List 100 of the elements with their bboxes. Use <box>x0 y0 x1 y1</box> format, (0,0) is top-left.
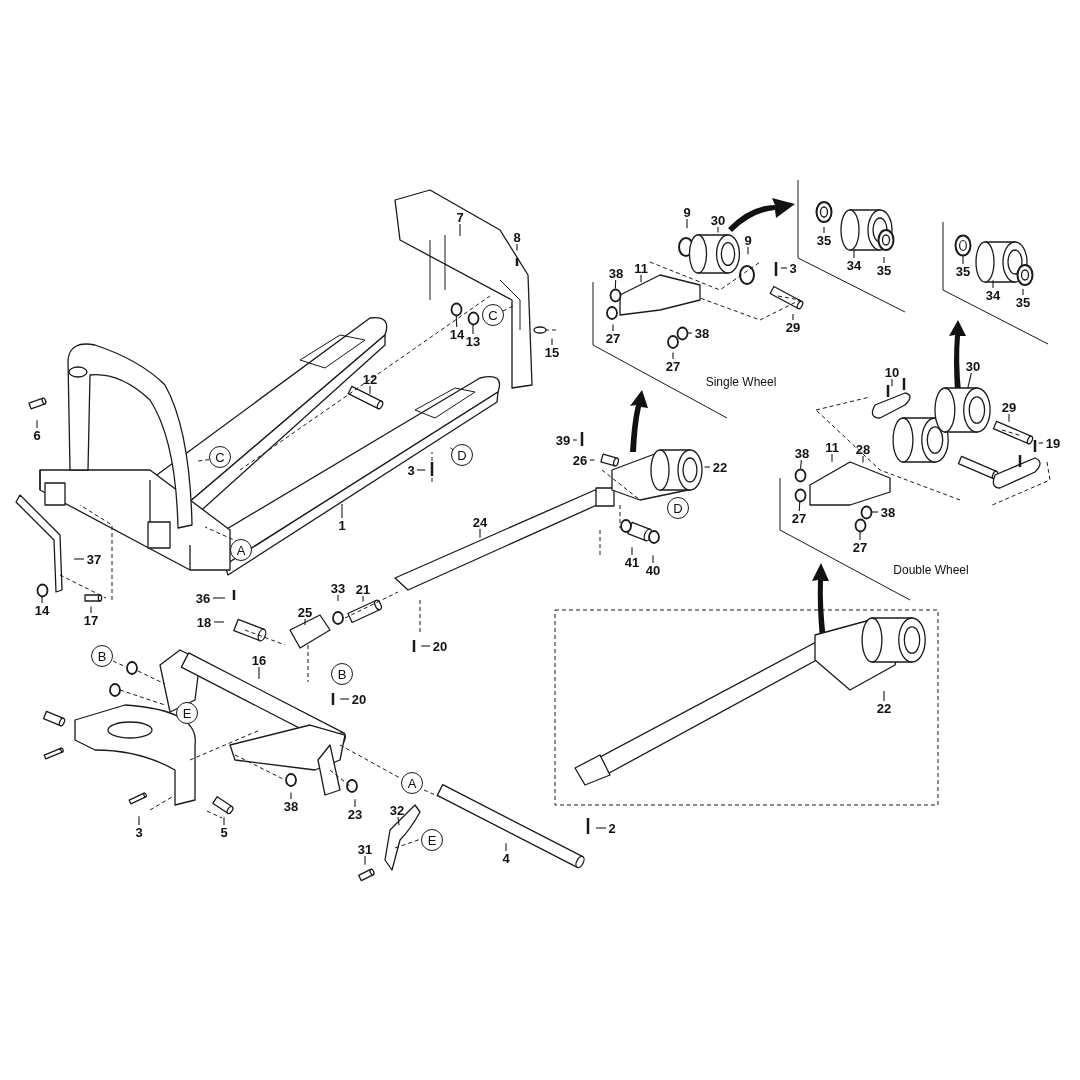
callout-number: 9 <box>683 205 691 219</box>
callout-number: 38 <box>608 266 624 280</box>
leader-line <box>472 323 474 335</box>
callout-number: 29 <box>1001 400 1017 414</box>
leader-line <box>883 690 885 702</box>
callout-number: 32 <box>389 803 405 817</box>
callout-number: 25 <box>297 605 313 619</box>
callout-number: 9 <box>744 233 752 247</box>
leader-line <box>862 455 864 464</box>
leader-line <box>362 595 364 603</box>
callout-number: 41 <box>624 555 640 569</box>
callout-number: 22 <box>712 460 728 474</box>
leader-line <box>883 256 885 264</box>
callout-number: 27 <box>852 540 868 554</box>
callout-number: 14 <box>449 327 465 341</box>
callout-number: 37 <box>86 552 102 566</box>
leader-line <box>891 378 893 387</box>
leader-line <box>364 855 366 866</box>
callout-number: 3 <box>407 463 415 477</box>
callout-number: 27 <box>791 511 807 525</box>
leader-line <box>479 528 481 539</box>
leader-line <box>1022 288 1024 296</box>
callout-number: 5 <box>220 825 228 839</box>
callout-number: 10 <box>884 365 900 379</box>
callout-number: 4 <box>502 851 510 865</box>
leader-line <box>792 313 794 321</box>
leader-line <box>397 816 400 826</box>
leader-line <box>212 597 226 599</box>
leader-line <box>459 223 461 237</box>
callout-number: 34 <box>985 288 1001 302</box>
callout-number: 35 <box>816 233 832 247</box>
leader-line <box>823 226 825 234</box>
callout-number: 21 <box>355 582 371 596</box>
nut <box>608 287 622 303</box>
callout-number: 26 <box>572 453 588 467</box>
callout-number: 3 <box>789 261 797 275</box>
leader-line <box>1008 413 1010 423</box>
callout-number: 35 <box>1015 295 1031 309</box>
leader-line <box>831 453 833 463</box>
callout-number: 38 <box>794 446 810 460</box>
callout-number: 34 <box>846 258 862 272</box>
leader-line <box>304 618 306 626</box>
nut <box>793 467 807 483</box>
callout-number: 30 <box>965 359 981 373</box>
callout-number: 1 <box>338 518 346 532</box>
callout-number: 6 <box>33 428 41 442</box>
leader-line <box>572 439 578 441</box>
nut <box>853 517 867 533</box>
leader-line <box>339 698 350 700</box>
view-caption: Single Wheel <box>705 374 777 391</box>
leader-line <box>870 511 879 513</box>
leader-line <box>614 279 617 290</box>
callout-number: 11 <box>634 261 648 275</box>
leader-line <box>962 254 964 265</box>
callout-number: 22 <box>876 701 892 715</box>
callout-number: 35 <box>955 264 971 278</box>
view-caption: Double Wheel <box>893 562 969 579</box>
leader-line <box>800 459 802 470</box>
callout-number: 8 <box>513 230 521 244</box>
leader-line <box>505 842 507 852</box>
leader-line <box>337 594 339 602</box>
leader-line <box>369 385 371 395</box>
leader-line <box>90 605 92 614</box>
callout-number: 13 <box>465 334 481 348</box>
leader-line <box>516 243 518 252</box>
leader-line <box>41 595 43 604</box>
callout-number: 7 <box>456 210 464 224</box>
leader-line <box>747 246 749 255</box>
leader-line <box>631 546 633 556</box>
leader-line <box>341 503 343 519</box>
callout-number: 27 <box>605 331 621 345</box>
callout-number: 40 <box>645 563 661 577</box>
callout-number: 15 <box>544 345 560 359</box>
leader-line <box>223 816 225 826</box>
callout-number: 31 <box>357 842 373 856</box>
leader-line <box>595 827 607 829</box>
callout-number: 23 <box>347 807 363 821</box>
callout-number: 16 <box>251 653 267 667</box>
nut <box>449 301 463 317</box>
nut <box>675 325 689 341</box>
callout-number: 24 <box>472 515 488 529</box>
callout-number: 14 <box>34 603 50 617</box>
callout-number: 38 <box>880 505 896 519</box>
callout-number: 35 <box>876 263 892 277</box>
leader-line <box>717 226 719 234</box>
callout-number: 28 <box>855 442 871 456</box>
leader-line <box>138 815 140 826</box>
nut <box>793 487 807 503</box>
leader-line <box>967 372 972 389</box>
callout-number: 20 <box>432 639 448 653</box>
callout-number: 12 <box>362 372 378 386</box>
leader-line <box>416 469 426 471</box>
callout-number: 27 <box>665 359 681 373</box>
leader-line <box>1038 442 1044 444</box>
leader-line <box>73 558 85 560</box>
callout-number: 11 <box>825 440 839 454</box>
leader-line <box>36 419 38 429</box>
leader-line <box>798 500 801 512</box>
leader-line <box>859 530 861 541</box>
leader-line <box>354 798 356 808</box>
